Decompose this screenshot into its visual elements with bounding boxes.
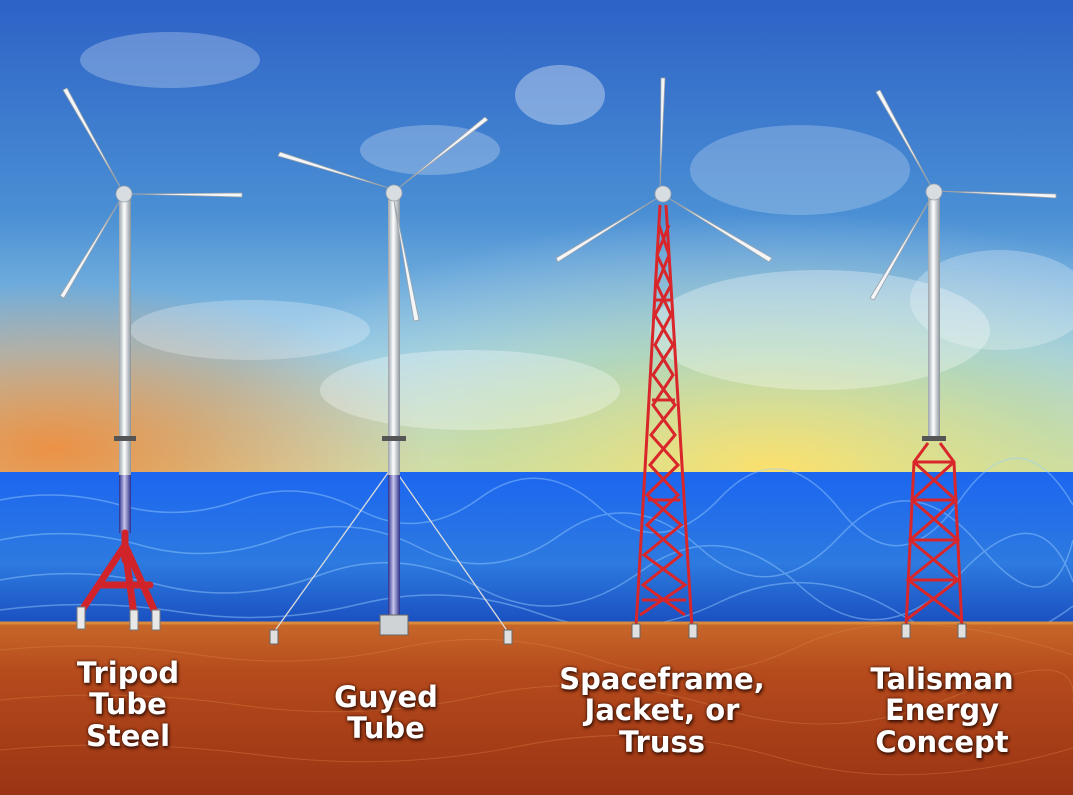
- turbine-spaceframe: [555, 77, 773, 639]
- guy-cables: [273, 469, 509, 633]
- talisman-feet: [901, 623, 967, 639]
- spaceframe-feet: [631, 623, 698, 639]
- tripod-legs: [78, 529, 159, 619]
- label-talisman-line-2: Energy: [884, 693, 1000, 728]
- talisman-rotor: [869, 89, 1057, 301]
- tripod-tower: [119, 195, 131, 475]
- guy-anchor-right: [503, 629, 513, 645]
- seabed-texture: [0, 623, 1073, 776]
- guyed-base: [379, 614, 409, 636]
- guy-anchor-left: [269, 629, 279, 645]
- seabed: [0, 622, 1073, 795]
- guyed-underwater-tube: [388, 475, 400, 615]
- guyed-rotor: [277, 116, 489, 322]
- spaceframe-lattice: [634, 204, 694, 629]
- turbine-talisman: [869, 89, 1057, 639]
- spaceframe-rotor: [555, 77, 773, 263]
- guyed-tower: [388, 195, 400, 475]
- label-spaceframe-jacket-truss: Spaceframe, Jacket, or Truss: [550, 662, 774, 759]
- label-guyed-line-2: Tube: [347, 711, 425, 746]
- label-tripod-tube-steel: Tripod Tube Steel: [58, 656, 198, 753]
- talisman-lattice: [904, 442, 964, 629]
- label-tripod-line-2: Tube: [89, 687, 167, 722]
- sky-glow-left: [0, 0, 1073, 472]
- label-spaceframe-line-2: Jacket, or: [584, 693, 740, 728]
- tripod-rotor: [59, 87, 243, 299]
- label-tripod-line-3: Steel: [85, 718, 171, 753]
- tripod-underwater-tube: [119, 475, 131, 533]
- sea-water: [0, 472, 1073, 624]
- turbine-tripod: [59, 87, 243, 631]
- label-guyed-tube: Guyed Tube: [316, 680, 456, 746]
- tripod-piles: [76, 606, 161, 631]
- talisman-tower: [928, 195, 940, 440]
- label-tripod-line-1: Tripod: [76, 656, 180, 690]
- label-guyed-line-1: Guyed: [334, 680, 438, 714]
- label-talisman-line-3: Concept: [875, 724, 1009, 759]
- label-talisman-energy-concept: Talisman Energy Concept: [852, 662, 1032, 759]
- tripod-transition-ring: [114, 436, 136, 441]
- clouds: [80, 32, 1073, 430]
- turbine-guyed: [269, 116, 513, 645]
- label-spaceframe-line-3: Truss: [618, 724, 706, 759]
- label-talisman-line-1: Talisman: [870, 662, 1014, 696]
- guyed-transition-ring: [382, 436, 406, 441]
- label-spaceframe-line-1: Spaceframe,: [559, 662, 765, 696]
- talisman-transition-ring: [922, 436, 946, 441]
